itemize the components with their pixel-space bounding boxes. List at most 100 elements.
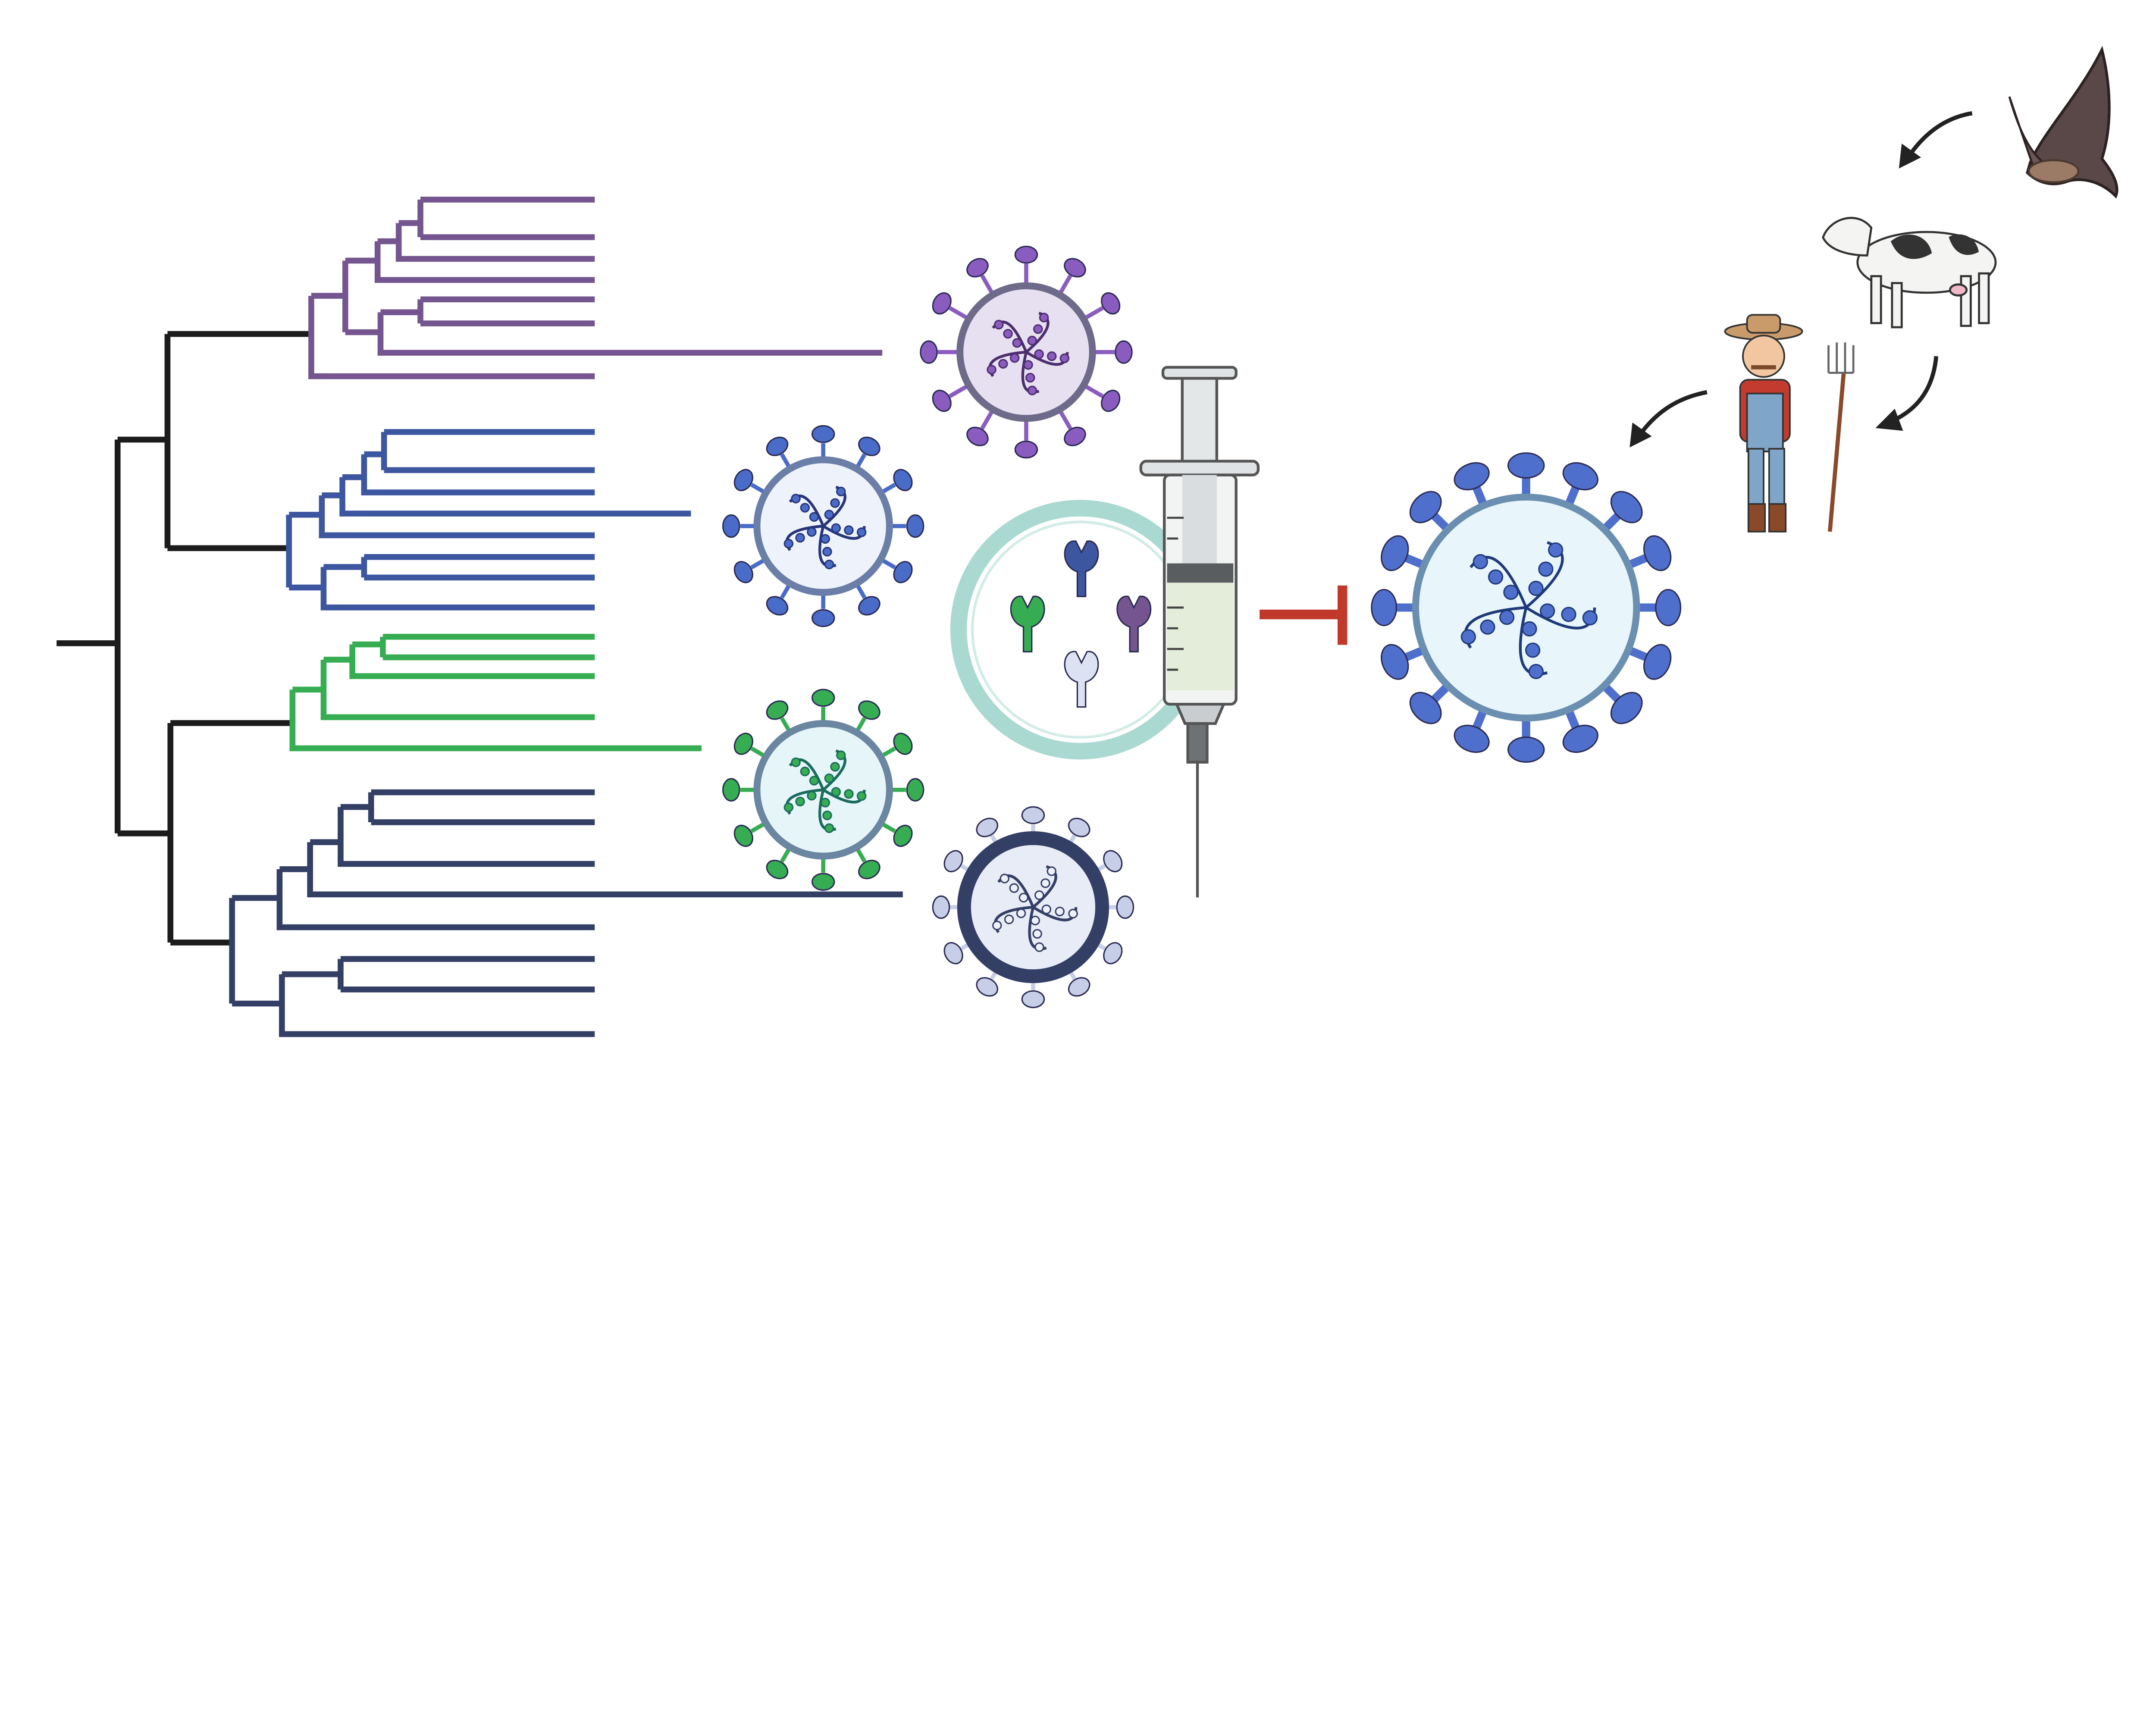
nucleocapsid-bead [1000,874,1009,883]
nucleocapsid-bead [1025,373,1035,383]
curved-arrow-icon [1894,356,1939,422]
nucleocapsid-bead [809,512,819,522]
spike-head [976,818,998,837]
antibody-shape [1064,651,1099,708]
spike-head [766,436,789,456]
spike-head [893,469,913,492]
spike-stalk [980,274,995,296]
nucleocapsid-bead [1539,603,1555,619]
nucleocapsid-bead [1040,878,1050,888]
spike-head [943,850,963,873]
antibody-icon [1064,540,1099,598]
spike-head [733,824,753,847]
spike-head [1643,535,1672,571]
spike-head [1068,818,1091,837]
spike-head [1454,462,1490,491]
nucleocapsid-bead [831,787,841,797]
nucleocapsid-bead [1027,385,1037,395]
nucleocapsid-bead [800,503,810,513]
coronavirus-icon-main [1371,452,1682,763]
spike-head [811,873,835,891]
tree-navy-clade [229,789,903,1037]
nucleocapsid-bead [1480,619,1495,635]
nucleocapsid-bead [795,533,805,543]
spike-head [1064,258,1086,278]
nucleocapsid-bead [1522,621,1537,637]
coronavirus-icon-blue [722,425,924,627]
nucleocapsid-bead [809,776,819,786]
figure-canvas [56,46,2118,1037]
inhibition-symbol [1260,585,1348,645]
antibodies [1010,540,1152,708]
nucleocapsid-bead [1018,893,1029,903]
spike-head [1562,724,1598,753]
nucleocapsid-bead [1004,915,1014,924]
spike-head [1021,806,1045,824]
nucleocapsid-bead [800,767,810,777]
spike-stalk [949,383,970,398]
antibody-icon [1010,595,1045,653]
nucleocapsid-bead [1068,908,1078,919]
nucleocapsid-bead [1503,584,1519,600]
nucleocapsid-bead [1041,904,1052,915]
nucleocapsid-bead [822,547,832,557]
antibody-shape [1010,595,1045,653]
transmission-arrows [1639,111,1973,435]
nucleocapsid-bead [1528,664,1544,679]
spike-head [966,258,989,278]
nucleocapsid-bead [856,791,867,801]
nucleocapsid-bead [831,523,841,533]
nucleocapsid-bead [830,762,840,772]
nucleocapsid-bead [1525,642,1541,658]
spike-head [811,689,835,707]
nucleocapsid-bead [1047,351,1057,361]
spike-head [1021,990,1045,1009]
spike-head [858,596,881,616]
nucleocapsid-bead [1009,353,1020,363]
antibody-icon [1064,651,1099,708]
spike-head [1409,491,1442,523]
spike-head [1507,736,1545,763]
nucleocapsid-bead [994,320,1004,329]
spike-head [943,942,963,965]
nucleocapsid-bead [830,498,840,508]
bat-icon [2008,46,2118,199]
spike-stalk [1057,274,1072,296]
nucleocapsid-bead [1488,569,1504,585]
coronavirus-icon-purple [920,245,1133,459]
arrow-heads [1630,144,1921,448]
tree-green-clade [289,634,702,752]
spike-head [932,292,952,315]
spike-head [893,824,913,847]
nucleocapsid-bead [1003,329,1013,339]
farmer-icon [1724,314,1855,533]
nucleocapsid-bead [1027,335,1037,346]
spike-head [893,561,913,583]
nucleocapsid-bead [1561,607,1576,622]
nucleocapsid-bead [822,810,832,821]
spike-head [1454,724,1490,753]
spike-head [811,609,835,627]
spike-stalk [1057,408,1072,430]
nucleocapsid-bead [1548,542,1564,558]
spike-head [1116,895,1134,919]
spike-head [1562,462,1598,491]
spike-head [1103,942,1123,965]
spike-head [1371,589,1398,626]
spike-stalk [1082,383,1104,398]
nucleocapsid-bead [1034,942,1044,952]
spike-head [1610,491,1643,523]
spike-head [920,340,938,364]
spike-stalk [980,408,995,430]
tree-purple-clade [308,197,883,379]
curved-arrow-icon [1908,111,1973,156]
nucleocapsid-bead [1023,360,1033,370]
nucleocapsid-bead [992,921,1002,930]
spike-head [722,778,740,802]
spike-head [1103,850,1123,873]
spike-head [811,425,835,443]
nucleocapsid-bead [824,823,834,833]
nucleocapsid-bead [820,798,830,808]
nucleocapsid-bead [1055,906,1065,917]
spike-head [932,895,950,919]
